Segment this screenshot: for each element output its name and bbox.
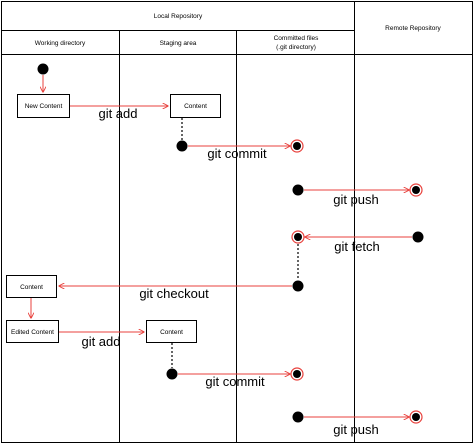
node-push-1-target xyxy=(409,183,423,197)
box-edited-content-label: Edited Content xyxy=(11,329,54,336)
header-committed-files: Committed files xyxy=(274,35,320,42)
start-node xyxy=(37,63,49,75)
label-git-fetch: git fetch xyxy=(334,239,380,254)
label-git-push-2: git push xyxy=(333,422,379,437)
label-git-commit-2: git commit xyxy=(205,374,265,389)
box-content-working-label: Content xyxy=(20,284,43,291)
label-git-checkout: git checkout xyxy=(139,286,209,301)
node-commit-2-target xyxy=(290,367,304,381)
header-local-repository: Local Repository xyxy=(154,13,203,20)
label-git-push-1: git push xyxy=(333,192,379,207)
box-new-content: New Content xyxy=(17,94,70,118)
node-fetch-target xyxy=(291,230,305,244)
header-git-directory: (.git directory) xyxy=(276,44,316,51)
node-push-2-target xyxy=(409,410,423,424)
box-content-working: Content xyxy=(6,275,57,298)
node-commit-1-target xyxy=(290,139,304,153)
node-push-1-source xyxy=(292,184,304,196)
box-content-staging-1-label: Content xyxy=(184,103,207,110)
header-working-directory: Working directory xyxy=(35,40,86,47)
label-git-add-2: git add xyxy=(81,334,120,349)
header-staging-area: Staging area xyxy=(160,40,197,47)
node-commit-2-source xyxy=(166,368,178,380)
box-new-content-label: New Content xyxy=(25,103,63,110)
box-content-staging-2: Content xyxy=(146,320,197,343)
node-commit-1-source xyxy=(176,140,188,152)
node-fetch-source xyxy=(412,231,424,243)
box-content-staging-2-label: Content xyxy=(160,329,183,336)
node-push-2-source xyxy=(292,411,304,423)
header-remote-repository: Remote Repository xyxy=(385,25,441,32)
label-git-add-1: git add xyxy=(98,106,137,121)
node-checkout-source xyxy=(292,280,304,292)
label-git-commit-1: git commit xyxy=(207,146,267,161)
box-edited-content: Edited Content xyxy=(6,320,59,343)
box-content-staging-1: Content xyxy=(170,94,221,118)
